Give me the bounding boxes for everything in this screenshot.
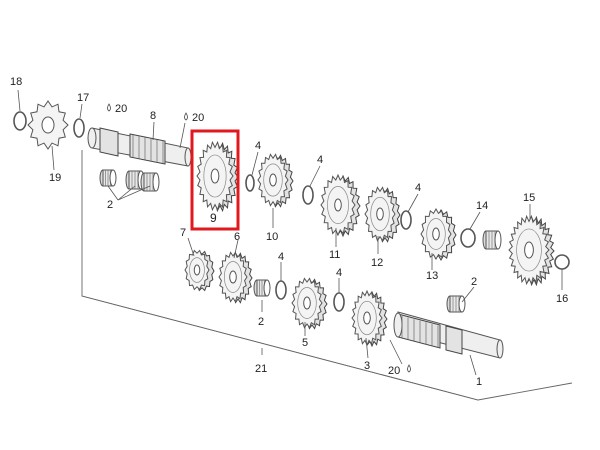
part-5-gear[interactable] [291,277,328,330]
part-19-sprocket[interactable] [27,100,69,150]
part-16-washer[interactable] [554,254,570,270]
part-18-circlip[interactable] [13,111,27,131]
part-4-circlip[interactable] [275,280,287,300]
label-part-2: 2 [258,316,264,328]
part-10-gear[interactable] [257,153,294,208]
part-2-needle-bearing[interactable] [482,230,502,250]
part-14-washer[interactable] [460,228,476,248]
label-part-5: 5 [302,337,308,349]
label-part-14: 14 [476,200,488,212]
part-1-output-shaft[interactable] [393,311,504,359]
label-part-4: 4 [317,154,323,166]
oil-drop-icon [107,103,111,112]
label-part-15: 15 [523,192,535,204]
label-part-3: 3 [364,360,370,372]
label-part-11: 11 [329,249,340,261]
part-12-gear[interactable] [364,186,401,243]
label-part-4: 4 [278,251,284,263]
label-part-4: 4 [336,267,342,279]
frame-bottom-line [81,295,479,401]
label-part-19: 19 [49,172,61,184]
label-part-4: 4 [415,182,421,194]
label-part-18: 18 [10,76,22,88]
label-part-21: 21 [255,363,267,375]
label-part-7: 7 [180,227,186,239]
part-2-needle-bearing-set[interactable] [99,169,160,192]
label-part-20: 20 [192,112,204,124]
label-part-2: 2 [107,199,113,211]
part-9-gear[interactable] [196,140,239,213]
part-7-gear[interactable] [184,249,215,292]
part-4-circlip[interactable] [302,185,314,205]
label-part-17: 17 [77,92,89,104]
part-2-needle-bearing[interactable] [446,295,466,313]
part-4-circlip[interactable] [400,210,412,230]
label-part-8: 8 [150,110,156,122]
label-part-13: 13 [426,270,438,282]
label-part-1: 1 [476,376,482,388]
part-17-washer[interactable] [73,118,85,138]
label-part-16: 16 [556,293,568,305]
part-8-main-shaft[interactable] [87,127,192,167]
part-6-gear[interactable] [218,251,253,304]
label-part-10: 10 [266,231,278,243]
label-part-9: 9 [210,211,217,225]
label-part-20: 20 [115,103,127,115]
label-part-6: 6 [234,231,240,243]
oil-drop-icon [184,112,188,121]
part-3-gear[interactable] [351,289,388,348]
label-part-20: 20 [388,365,400,377]
label-part-4: 4 [255,140,261,152]
part-11-gear[interactable] [320,173,361,238]
oil-drop-icon [407,364,411,373]
part-15-gear[interactable] [508,214,555,287]
part-4-circlip[interactable] [245,174,255,192]
part-13-gear[interactable] [420,207,457,262]
part-4-circlip[interactable] [333,292,345,312]
part-2-needle-bearing[interactable] [253,279,271,297]
label-part-2: 2 [471,276,477,288]
label-part-12: 12 [371,257,383,269]
highlight-box-part-9 [190,129,240,231]
